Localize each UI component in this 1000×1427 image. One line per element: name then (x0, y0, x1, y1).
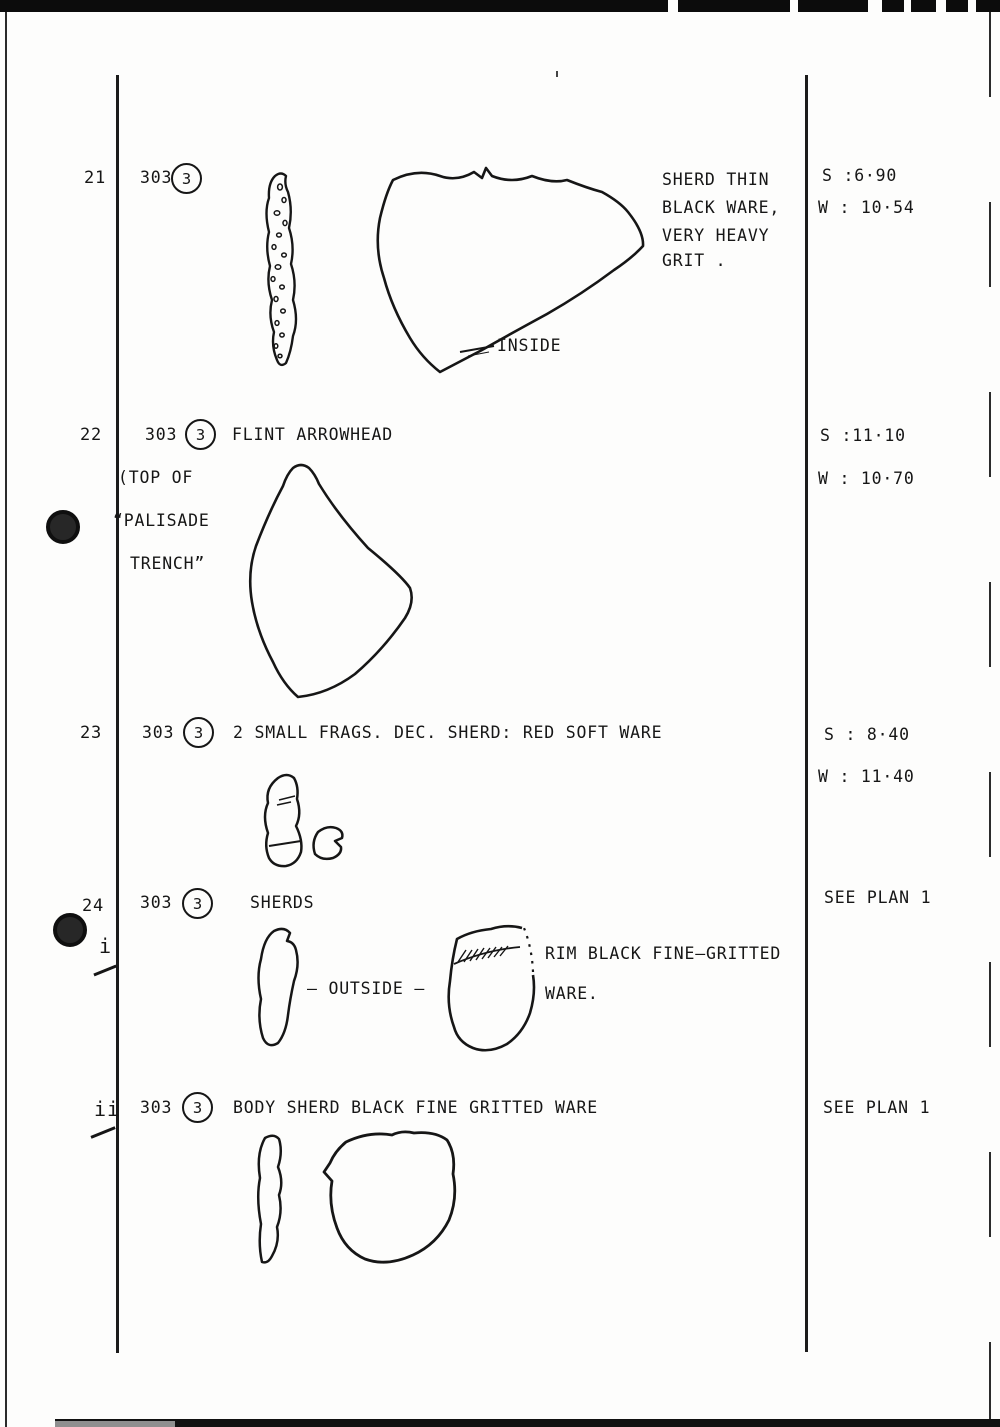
circled-phase-number: 3 (182, 1092, 213, 1123)
entry-number: 22 (80, 425, 103, 445)
sub-entry-underline (90, 1126, 116, 1139)
sherd-inside-face-sketch (376, 166, 645, 374)
circled-phase-number: 3 (183, 717, 214, 748)
outside-label: — OUTSIDE — (307, 979, 426, 998)
rim-sherd-sketch (447, 924, 536, 1052)
grit-stipple-dots (270, 183, 288, 359)
circled-phase-number: 3 (182, 888, 213, 919)
context-number: 303 (142, 723, 175, 742)
entry-title: 2 SMALL FRAGS. DEC. SHERD: RED SOFT WARE (233, 723, 663, 742)
context-number: 303 (140, 1098, 173, 1117)
entry-24i-description: RIM BLACK FINE—GRITTED WARE. (545, 934, 781, 1014)
margin-note-line: “PALISADE (113, 511, 210, 530)
entry-title: SHERDS (250, 893, 315, 912)
description-line: WARE. (545, 984, 599, 1003)
measurement-s: S : 8·40 (824, 725, 910, 744)
entry-title: FLINT ARROWHEAD (232, 425, 394, 444)
measurement-w: W : 10·70 (818, 469, 915, 488)
body-sherd-face-sketch (322, 1130, 457, 1264)
entry-title: BODY SHERD BLACK FINE GRITTED WARE (233, 1098, 598, 1117)
sherd-outside-sketch (257, 927, 299, 1047)
entry-number: 21 (84, 168, 107, 188)
column-rule-left (116, 75, 119, 1353)
scan-edge-gap (936, 0, 946, 12)
description-line: RIM BLACK FINE—GRITTED (545, 944, 782, 963)
description-line: BLACK WARE, (662, 198, 781, 217)
entry-number: 24 (82, 896, 105, 916)
description-line: VERY HEAVY (662, 226, 770, 245)
inside-label: INSIDE (497, 336, 562, 355)
description-line: SHERD THIN (662, 170, 770, 189)
measurement-s: S :11·10 (820, 426, 906, 445)
decoration-line (268, 840, 302, 847)
scan-edge-gap (968, 0, 976, 12)
scan-edge-gap (668, 0, 678, 12)
measurement-w: W : 10·54 (818, 198, 915, 217)
scan-speck (556, 71, 558, 77)
scan-edge-right (989, 12, 991, 1419)
scan-edge-gap (790, 0, 798, 12)
punch-hole (53, 913, 87, 947)
context-number: 303 (140, 893, 173, 912)
margin-note-line: (TOP OF (118, 468, 194, 487)
scan-edge-gap (904, 0, 911, 12)
circled-phase-number: 3 (185, 419, 216, 450)
description-line: GRIT . (662, 251, 727, 270)
plan-reference: SEE PLAN 1 (824, 888, 932, 907)
inside-leader-line-2 (467, 351, 490, 357)
decoration-marks (276, 795, 296, 806)
decorated-sherd-fragments-sketch (263, 773, 344, 868)
sub-entry-underline (93, 964, 117, 976)
entry-21-description: SHERD THIN BLACK WARE, VERY HEAVY GRIT . (662, 166, 780, 273)
entry-number: 23 (80, 723, 103, 743)
plan-reference: SEE PLAN 1 (823, 1098, 931, 1117)
measurement-s: S :6·90 (822, 166, 898, 185)
inside-leader-line (459, 345, 495, 353)
flint-arrowhead-sketch (248, 463, 413, 699)
rim-hatching (457, 945, 509, 963)
column-rule-right (805, 75, 808, 1352)
sherd-cross-section-sketch (265, 172, 298, 367)
scan-edge-bottom (55, 1419, 1000, 1427)
context-number: 303 (145, 425, 178, 444)
margin-note-line: TRENCH” (130, 554, 206, 573)
punch-hole (46, 510, 80, 544)
context-number: 303 (140, 168, 173, 187)
broken-edge-dotted-line (522, 927, 535, 973)
scan-edge-top (0, 0, 1000, 12)
sub-entry-numeral: i (99, 934, 113, 958)
body-sherd-section-sketch (257, 1134, 283, 1264)
circled-phase-number: 3 (171, 163, 202, 194)
sub-entry-numeral: ii (94, 1097, 121, 1121)
scan-edge-bottom-fade (55, 1421, 175, 1427)
scan-edge-left (5, 12, 7, 1427)
measurement-w: W : 11·40 (818, 767, 915, 786)
scan-edge-gap (868, 0, 882, 12)
